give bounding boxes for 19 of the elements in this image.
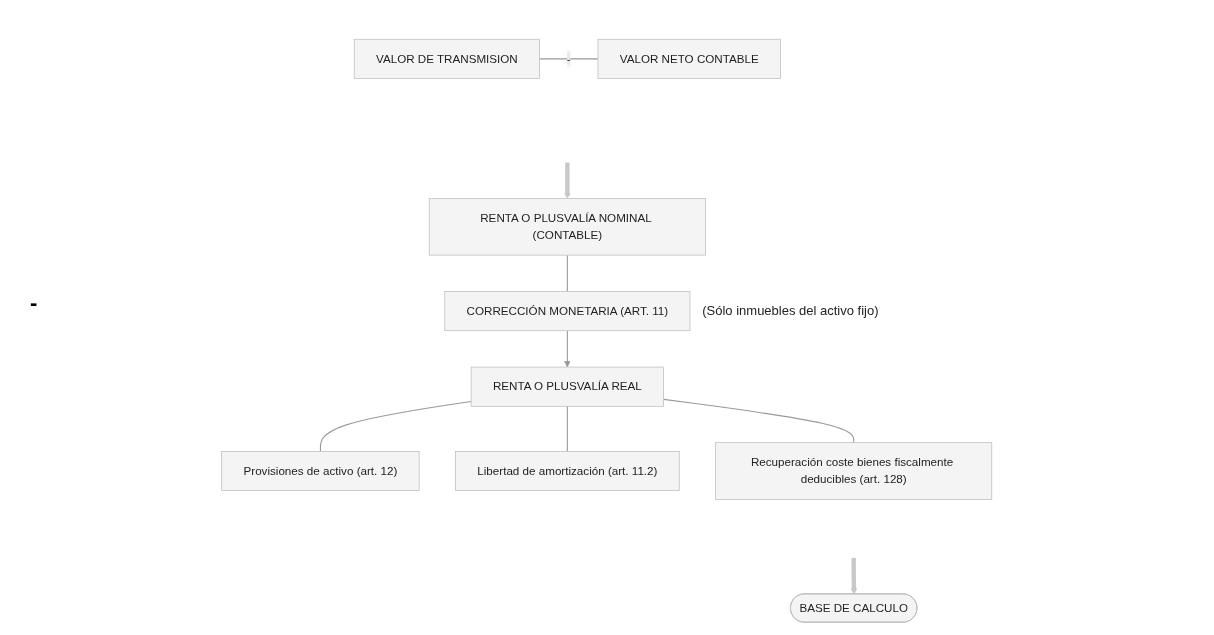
- side-note: (Sólo inmuebles del activo fijo): [702, 302, 879, 318]
- node-box: CORRECCIÓN MONETARIA (ART. 11): [444, 290, 691, 331]
- connector: [567, 254, 569, 292]
- arrow: [564, 329, 571, 367]
- arrow: [564, 161, 571, 199]
- arrow: [851, 557, 858, 594]
- node-box: RENTA O PLUSVALÍA NOMINAL (CONTABLE): [429, 197, 707, 255]
- connector: [320, 400, 472, 452]
- connector: [539, 57, 599, 59]
- node-box: VALOR DE TRANSMISION: [354, 38, 541, 79]
- node-box: VALOR NETO CONTABLE: [597, 38, 782, 79]
- node-box: Recuperación coste bienes fiscalmente deducibles (art. 128): [715, 441, 993, 500]
- connector: [567, 405, 569, 452]
- node-box: RENTA O PLUSVALÍA REAL: [471, 366, 665, 407]
- connector: [663, 398, 855, 443]
- edge-label: -: [567, 51, 571, 65]
- node-box: Provisiones de activo (art. 12): [221, 450, 420, 491]
- node-box: Libertad de amortización (art. 11.2): [455, 450, 680, 491]
- minus-sign: -: [30, 290, 38, 316]
